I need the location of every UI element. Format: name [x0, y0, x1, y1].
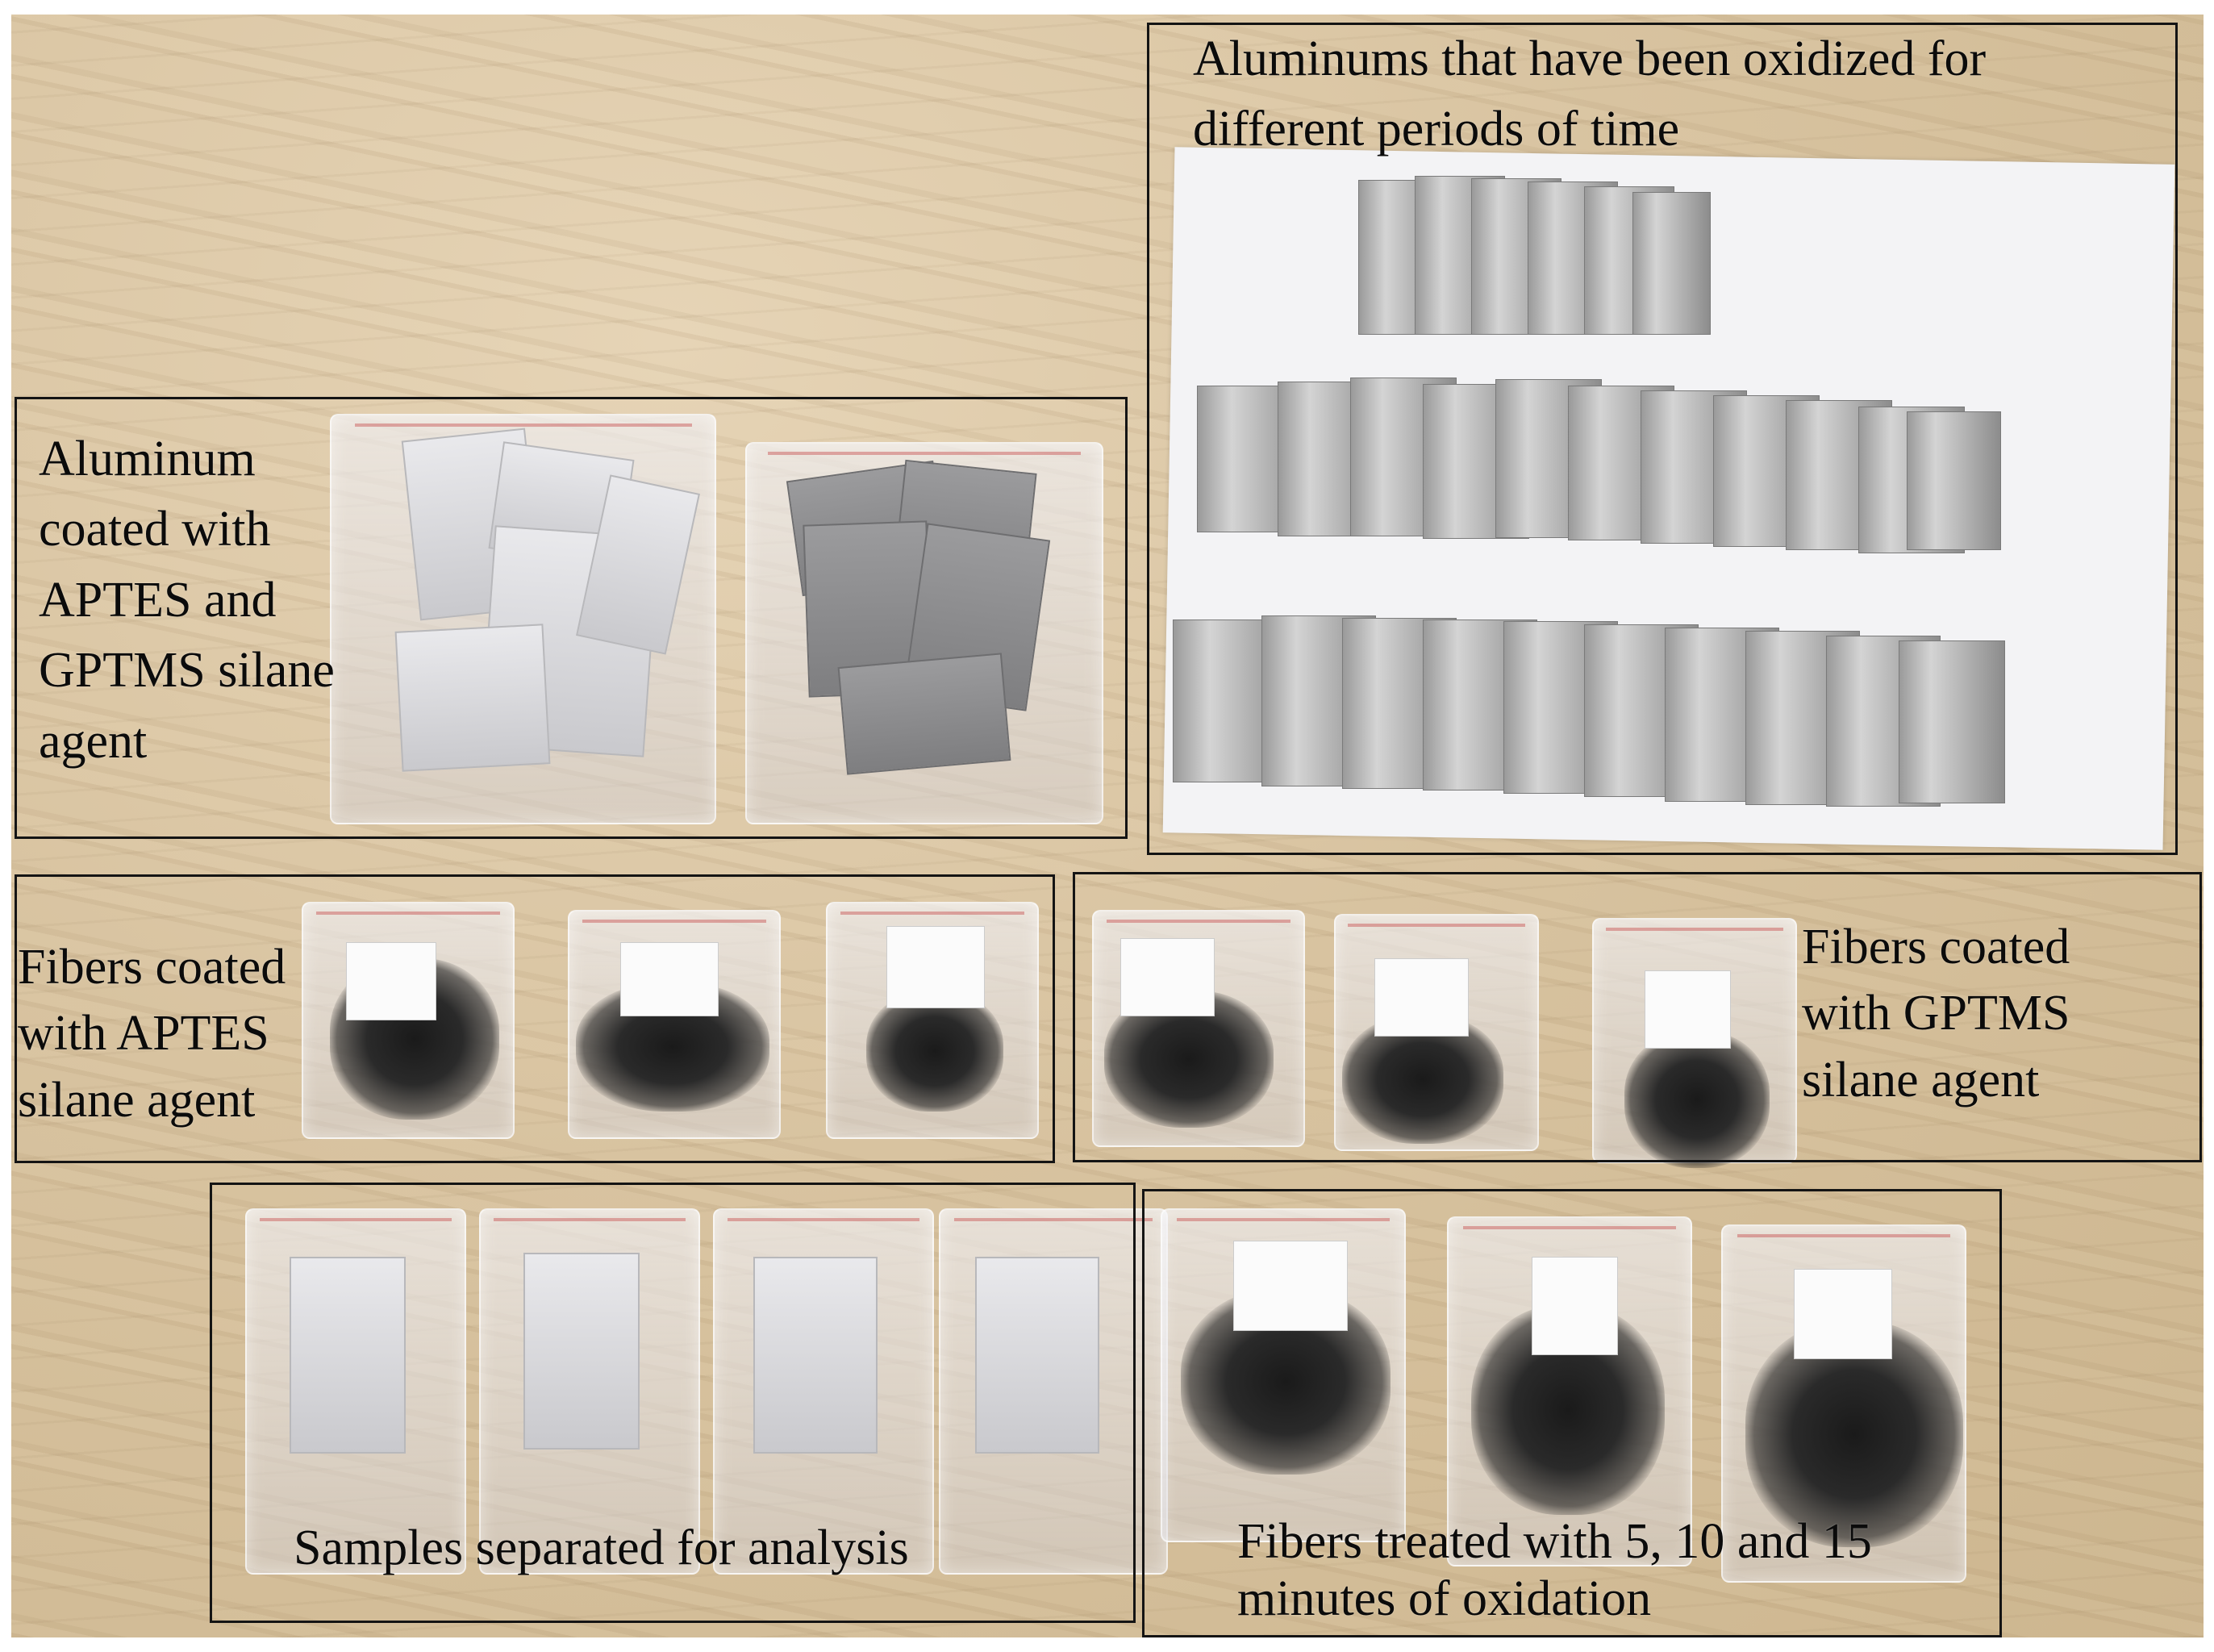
plate — [1632, 192, 1711, 335]
sample-tag — [1645, 970, 1731, 1049]
aluminum-card — [753, 1257, 878, 1454]
label-oxidized-aluminums: Aluminums that have been oxidized for di… — [1193, 24, 1986, 165]
label-line: with GPTMS — [1802, 986, 2070, 1041]
label-line: Aluminums that have been oxidized for — [1193, 31, 1987, 86]
aluminum-card — [290, 1257, 406, 1454]
plate — [1907, 411, 2001, 550]
fiber-bundle — [1624, 1031, 1770, 1168]
sample-tag — [1532, 1257, 1618, 1355]
lab-photo: Aluminums that have been oxidized for di… — [11, 15, 2204, 1637]
box-fibers-aptes — [15, 874, 1055, 1163]
box-samples-analysis — [210, 1183, 1136, 1623]
box-oxidized-aluminums — [1147, 23, 2178, 855]
label-line: Aluminum — [39, 432, 256, 486]
sample-tag — [346, 942, 436, 1020]
label-fibers-aptes: Fibers coated with APTES silane agent — [18, 934, 286, 1133]
sample-tag — [886, 926, 985, 1008]
fiber-bundle — [866, 991, 1003, 1112]
plate-row-3 — [1173, 603, 2012, 821]
label-line: minutes of oxidation — [1237, 1571, 1652, 1627]
label-samples-analysis: Samples separated for analysis — [294, 1521, 909, 1575]
aluminum-card — [975, 1257, 1099, 1454]
label-line: different periods of time — [1193, 101, 1680, 156]
label-line: Fibers coated — [18, 940, 286, 995]
label-silane-aluminum: Aluminum coated with APTES and GPTMS sil… — [39, 424, 335, 777]
label-line: Fibers coated — [1802, 920, 2070, 974]
label-fibers-gptms: Fibers coated with GPTMS silane agent — [1802, 914, 2070, 1113]
label-line: coated with — [39, 502, 271, 557]
label-fibers-oxidation: Fibers treated with 5, 10 and 15 minutes… — [1237, 1513, 1872, 1629]
sample-tag — [620, 942, 719, 1016]
label-line: APTES and — [39, 572, 277, 628]
box-silane-aluminum — [15, 397, 1128, 839]
sample-tag — [1794, 1269, 1892, 1359]
sample-tag — [1233, 1241, 1348, 1331]
sample-tag — [1120, 938, 1215, 1016]
label-line: Fibers treated with 5, 10 and 15 — [1237, 1514, 1872, 1569]
label-line: GPTMS silane — [39, 643, 335, 699]
aluminum-card — [523, 1253, 640, 1450]
plate-row-2 — [1197, 361, 2003, 555]
label-line: silane agent — [1802, 1052, 2040, 1108]
label-line: agent — [39, 713, 148, 769]
box-fibers-gptms — [1073, 872, 2202, 1162]
label-line: silane agent — [18, 1072, 256, 1128]
label-line: with APTES — [18, 1006, 269, 1062]
plate — [1899, 640, 2005, 803]
sample-tag — [1374, 958, 1469, 1037]
plate-row-1 — [1358, 172, 1713, 337]
box-fibers-oxidation — [1142, 1189, 2002, 1637]
